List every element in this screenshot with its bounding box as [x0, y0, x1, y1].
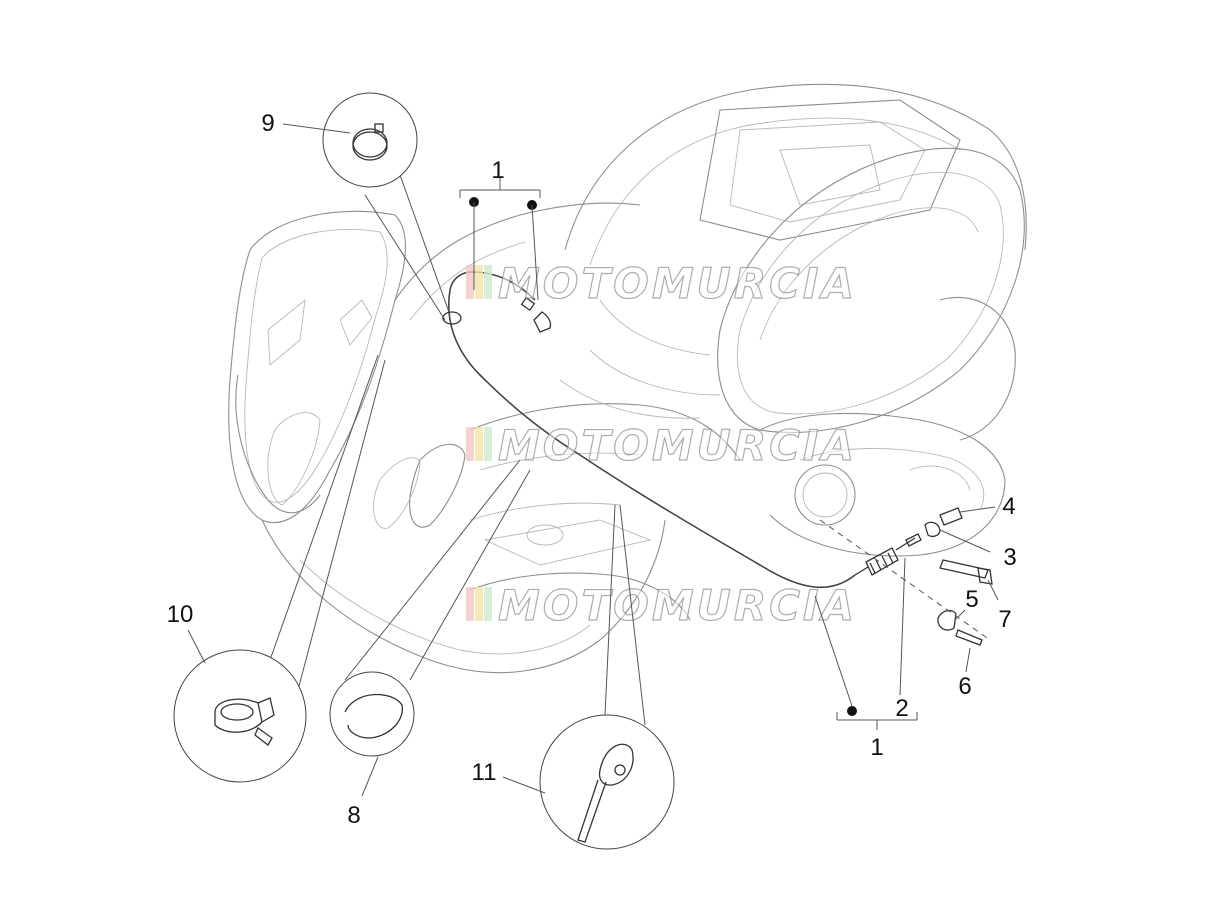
detail-9	[282, 92, 462, 325]
callout-11: 11	[472, 759, 497, 786]
bracket-1-bottom	[814, 557, 918, 730]
detail-11	[502, 504, 675, 850]
watermark-top: MOTOMURCIA	[466, 258, 857, 309]
callout-10: 10	[167, 601, 194, 628]
callout-1-top: 1	[491, 157, 504, 184]
watermark-text: MOTOMURCIA	[498, 259, 857, 308]
detail-10	[173, 354, 386, 783]
watermark-text: MOTOMURCIA	[498, 421, 857, 470]
detail-8	[329, 459, 531, 797]
callout-2: 2	[895, 695, 908, 722]
part-4-adjuster	[939, 507, 963, 526]
callout-7: 7	[998, 606, 1011, 633]
leader-5	[954, 609, 966, 621]
callout-3: 3	[1003, 544, 1016, 571]
watermark-middle: MOTOMURCIA	[466, 420, 857, 471]
cable-hardware	[924, 507, 993, 646]
part-5-clip	[937, 609, 957, 631]
callout-6: 6	[958, 673, 971, 700]
leader-6	[965, 647, 971, 673]
callout-9: 9	[261, 110, 274, 137]
callout-1-bottom: 1	[870, 734, 883, 761]
watermark-text: MOTOMURCIA	[498, 581, 857, 630]
watermark-bottom: MOTOMURCIA	[466, 580, 857, 631]
cable-clip-icon	[344, 693, 403, 739]
assembly-axis-line	[819, 519, 991, 641]
leader-3	[939, 529, 991, 553]
callout-4: 4	[1002, 493, 1015, 520]
leader-7	[987, 579, 999, 601]
callout-8: 8	[347, 802, 360, 829]
callout-5: 5	[965, 586, 978, 613]
bracket-1-top	[459, 178, 541, 301]
cable-tie-icon	[598, 743, 634, 786]
part-3-bush	[924, 521, 941, 537]
scooter-body-outline	[228, 83, 1027, 674]
part-6-screw	[955, 629, 983, 646]
leader-4	[959, 506, 996, 513]
